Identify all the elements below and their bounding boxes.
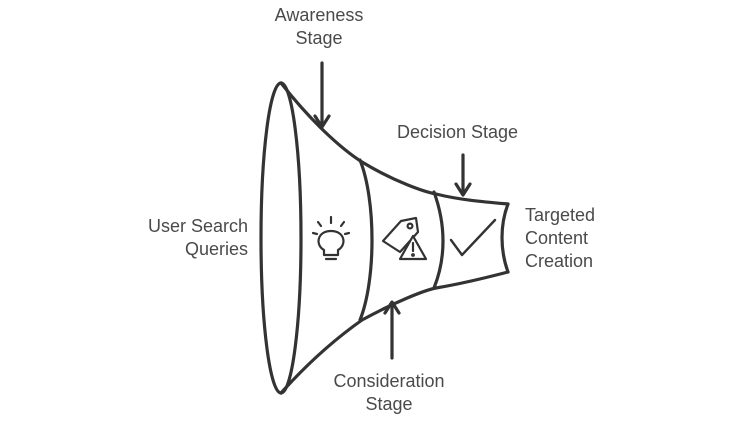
funnel-top-edge bbox=[279, 81, 510, 206]
targeted-line3: Creation bbox=[525, 251, 594, 271]
checkmark-icon bbox=[449, 218, 497, 257]
funnel-bottom-edge bbox=[279, 270, 510, 395]
stage-divider-2 bbox=[432, 190, 445, 290]
consideration-label-line2: Stage bbox=[365, 394, 413, 414]
stage-divider-1 bbox=[358, 158, 374, 322]
awareness-label-line2: Stage bbox=[295, 28, 343, 48]
consideration-label-line1: Consideration bbox=[333, 371, 445, 391]
decision-stage-label: Decision Stage bbox=[397, 121, 518, 144]
lightbulb-icon bbox=[311, 215, 351, 261]
consideration-arrow bbox=[383, 300, 401, 360]
targeted-line1: Targeted bbox=[525, 205, 596, 225]
user-queries-line2: Queries bbox=[184, 239, 248, 259]
awareness-arrow bbox=[313, 61, 331, 129]
awareness-label-line1: Awareness bbox=[274, 5, 364, 25]
decision-label-text: Decision Stage bbox=[397, 122, 519, 142]
decision-arrow bbox=[454, 153, 472, 197]
targeted-line2: Content bbox=[525, 228, 589, 248]
warning-tag-icon bbox=[381, 216, 428, 261]
user-queries-line1: User Search bbox=[147, 216, 248, 236]
funnel-end bbox=[500, 202, 510, 274]
awareness-stage-label: Awareness Stage bbox=[266, 4, 372, 50]
targeted-content-creation-label: Targeted Content Creation bbox=[525, 204, 595, 273]
user-search-queries-label: User Search Queries bbox=[120, 215, 248, 261]
consideration-stage-label: Consideration Stage bbox=[323, 370, 455, 416]
funnel-mouth bbox=[259, 81, 303, 395]
